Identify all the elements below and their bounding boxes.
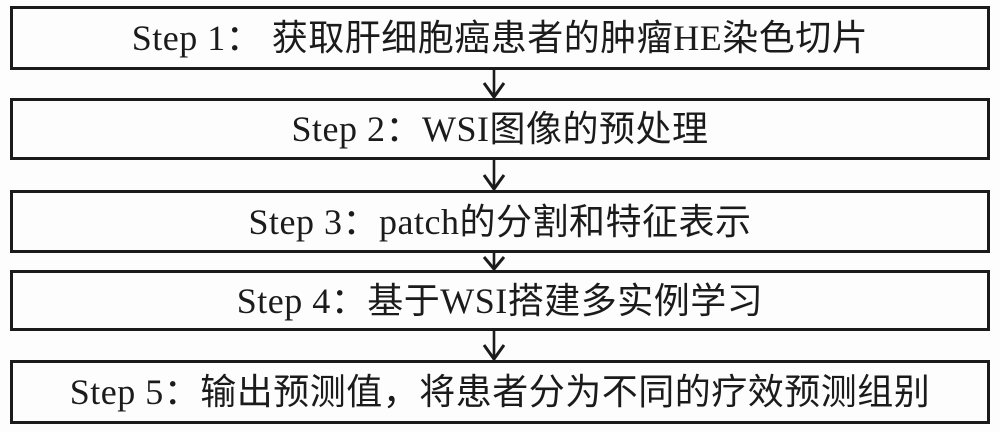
arrow-down-icon (482, 331, 506, 360)
step-5-box: Step 5：输出预测值，将患者分为不同的疗效预测组别 (10, 360, 990, 424)
step-1-box: Step 1： 获取肝细胞癌患者的肿瘤HE染色切片 (10, 6, 990, 70)
step-5-label: Step 5：输出预测值，将患者分为不同的疗效预测组别 (69, 372, 931, 412)
arrow-down-icon (482, 70, 506, 98)
step-2-label: Step 2：WSI图像的预处理 (291, 109, 709, 149)
step-3-box: Step 3：patch的分割和特征表示 (10, 190, 990, 253)
arrow-down-icon (482, 253, 506, 270)
step-4-label: Step 4：基于WSI搭建多实例学习 (236, 280, 764, 321)
step-4-box: Step 4：基于WSI搭建多实例学习 (10, 270, 990, 331)
arrow-down-icon (482, 160, 506, 190)
step-1-label: Step 1： 获取肝细胞癌患者的肿瘤HE染色切片 (131, 18, 869, 58)
step-2-box: Step 2：WSI图像的预处理 (10, 98, 990, 160)
step-3-label: Step 3：patch的分割和特征表示 (248, 201, 752, 242)
